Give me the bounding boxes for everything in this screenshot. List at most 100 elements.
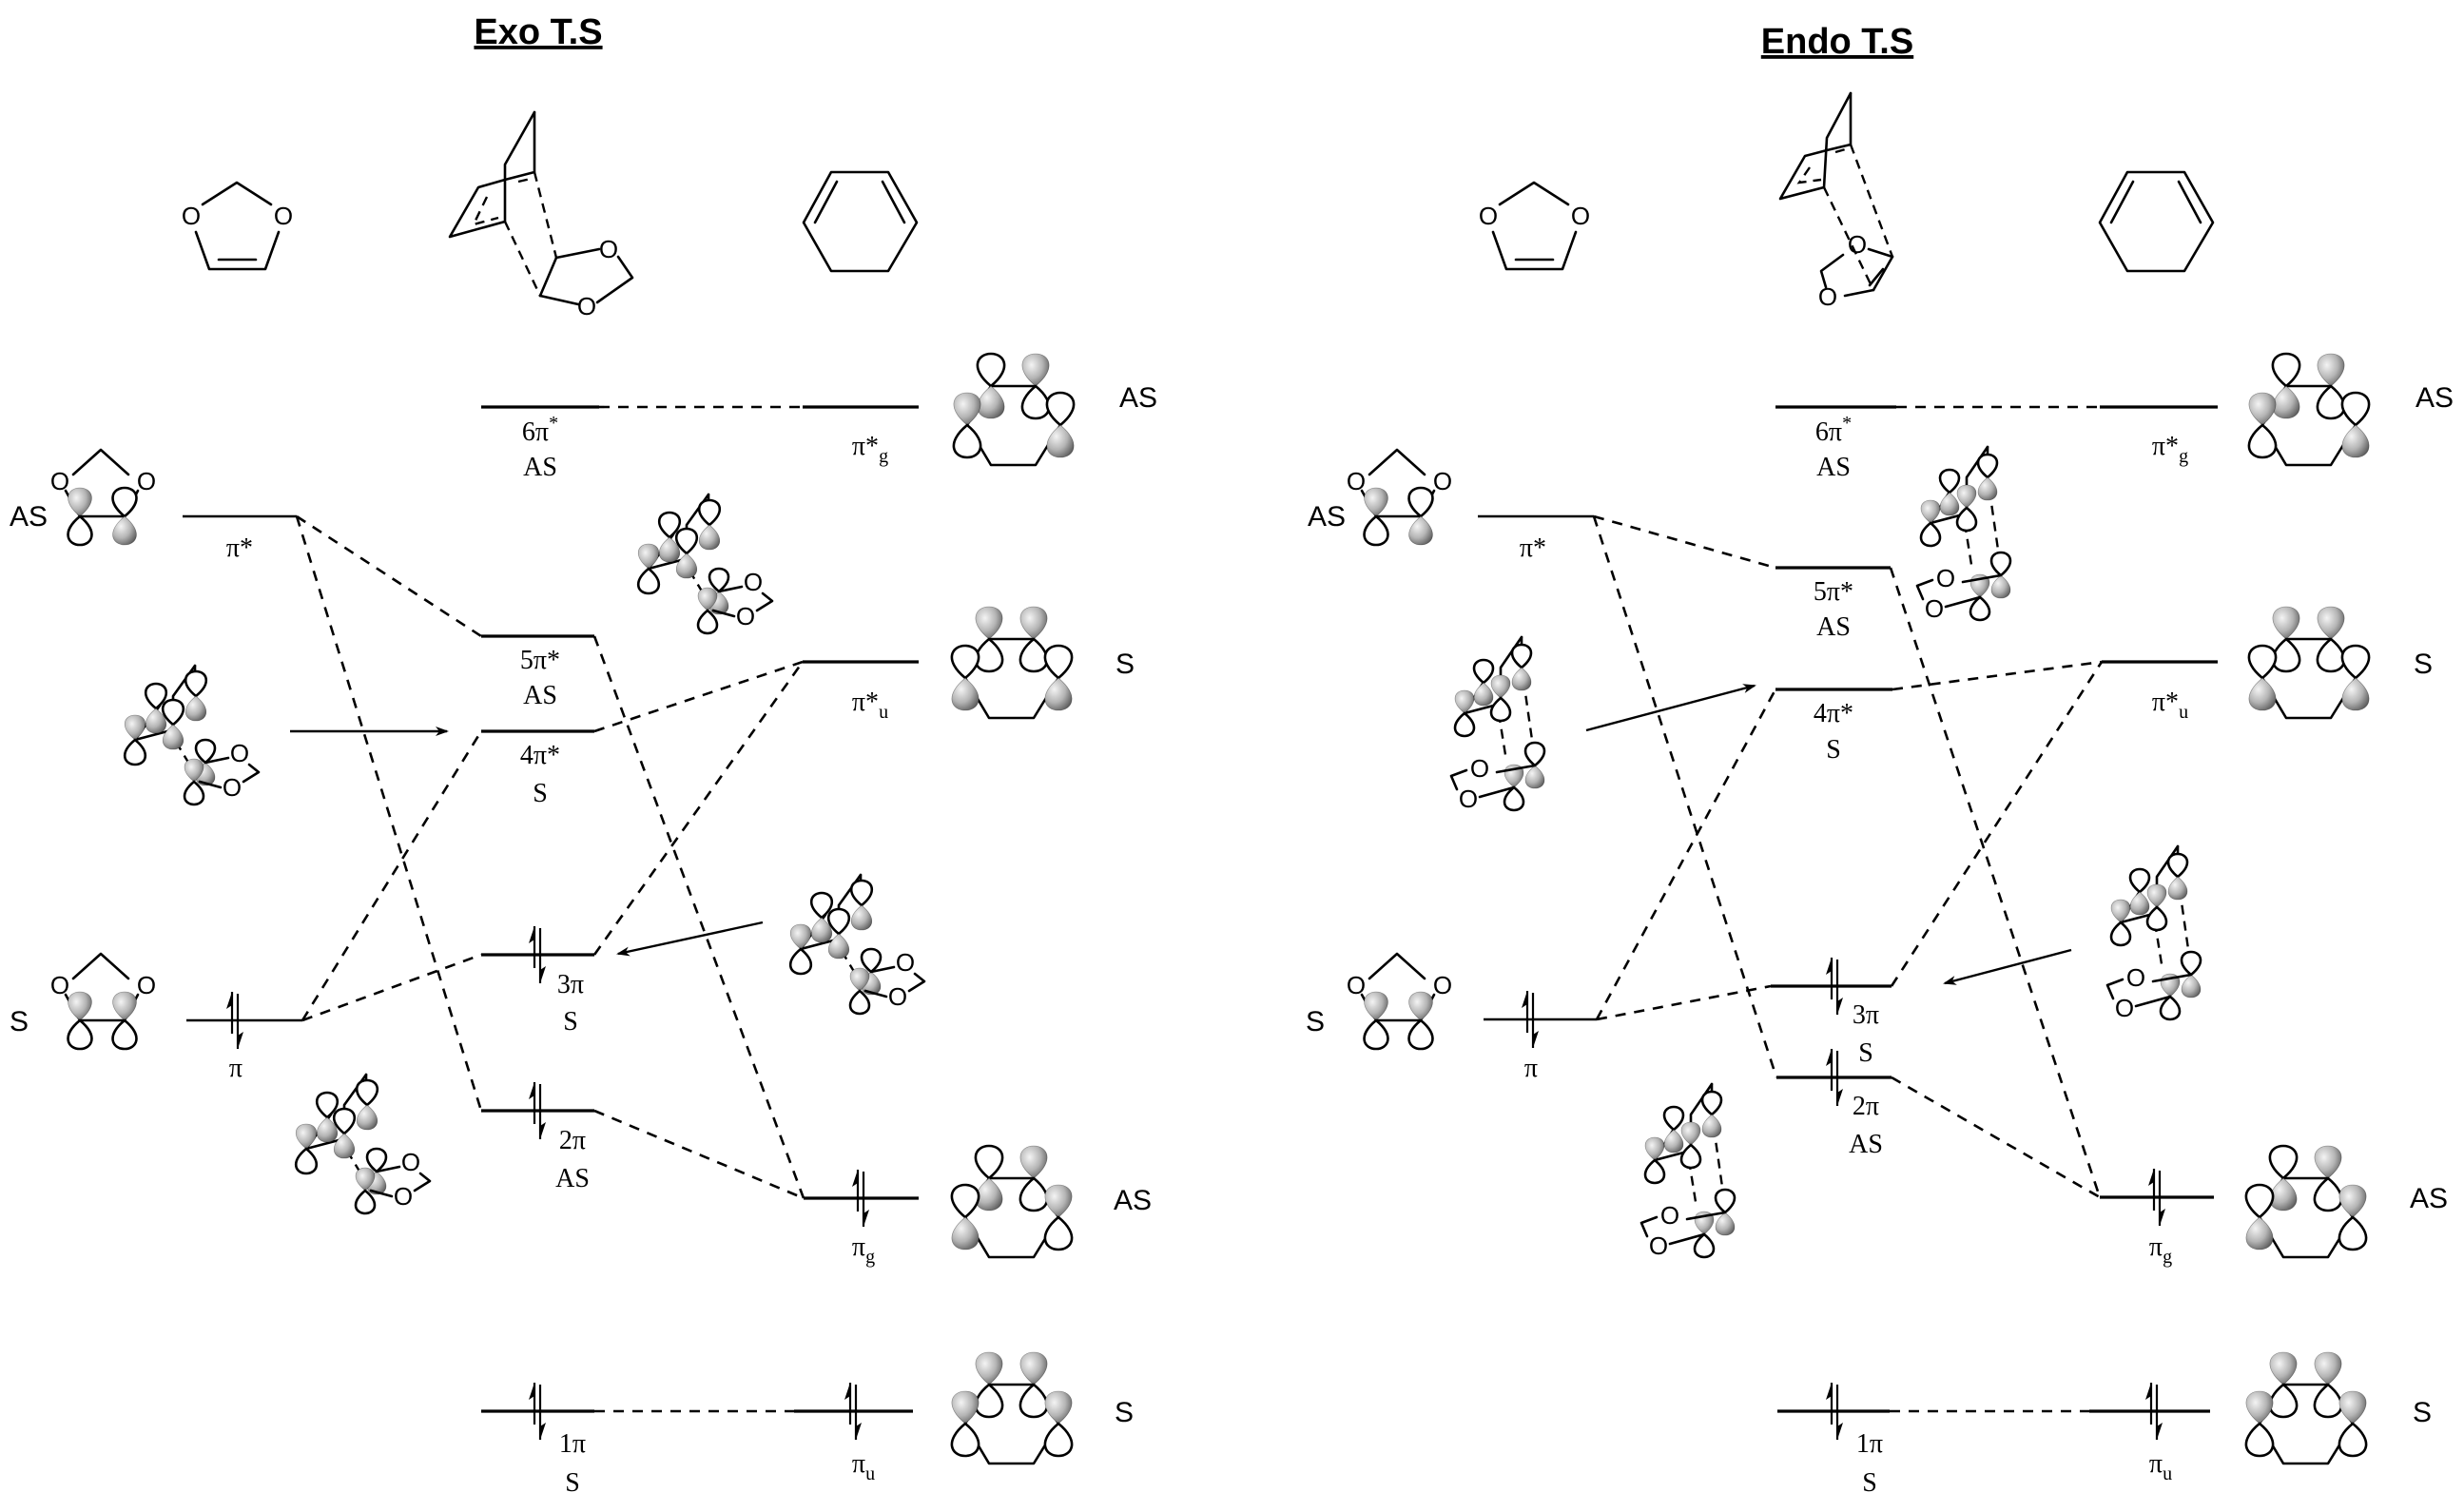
ring-bond (1368, 448, 1426, 476)
ts-bond (133, 728, 173, 742)
endo-ts-1pi-sym: S (1862, 1468, 1877, 1498)
lobe-outline (2129, 891, 2150, 916)
exo-diene-pistar-u-sym: S (1116, 649, 1135, 680)
p-orbital-lobe-shaded (1681, 1122, 1700, 1145)
endo-diene-pi-g-label: πg (2149, 1232, 2172, 1268)
exo-dioxole-pi-sym: S (10, 1006, 29, 1037)
double-bond (881, 180, 906, 224)
p-orbital-lobe-shaded (975, 1178, 1003, 1211)
p-orbital-lobe-shaded (163, 725, 184, 749)
p-orbital-lobe-open (1700, 1090, 1723, 1116)
p-orbital-lobe-open (952, 423, 982, 459)
label-sub: g (2163, 1247, 2172, 1268)
lobe-outline (828, 933, 849, 960)
lobe-outline (1408, 515, 1433, 546)
spin-down-head (540, 1122, 546, 1139)
p-orbital-lobe-shaded (1019, 1146, 1048, 1178)
p-orbital-lobe-open (827, 907, 850, 936)
endo-correlation-line (1889, 567, 2102, 1198)
endo-dioxole-pi-label: π (1524, 1054, 1538, 1083)
label-main: π* (852, 432, 879, 461)
lobe-outline (1364, 991, 1388, 1021)
lobe-outline (317, 1116, 338, 1143)
p-orbital-lobe-shaded (184, 759, 204, 782)
p-orbital-lobe-open (2247, 423, 2278, 459)
exo-ts-2pi-label: 2π (559, 1126, 586, 1155)
endo-ts-3pi-sym: S (1858, 1038, 1873, 1068)
p-orbital-lobe-open (1453, 711, 1476, 738)
ts-bond (1685, 1211, 1727, 1221)
exo-3pi-pointer-arrow (616, 921, 764, 957)
p-orbital-lobe-shaded (2182, 975, 2201, 998)
lobe-outline (1644, 1136, 1665, 1161)
p-orbital-lobe-shaded (112, 516, 137, 545)
endo-correlation-line (1595, 688, 1777, 1020)
p-orbital-lobe-shaded (1525, 766, 1544, 788)
p-orbital-lobe-open (124, 738, 146, 766)
p-orbital-lobe-shaded (2248, 393, 2277, 425)
p-orbital-lobe-shaded (698, 588, 717, 611)
spin-down-head (2160, 1209, 2165, 1226)
lobe-outline (1680, 1121, 1701, 1146)
spin-down-head (1837, 1089, 1843, 1106)
p-orbital-lobe-shaded (1364, 488, 1388, 516)
label-sup: * (549, 413, 558, 434)
p-orbital-lobe-open (698, 498, 721, 527)
lobe-outline (355, 1167, 376, 1192)
ring-bond (802, 170, 919, 273)
label-sub: u (865, 1464, 875, 1484)
lobe-outline (163, 724, 184, 750)
exo-diene-pi-g-sym: AS (1114, 1185, 1152, 1216)
ring-bond (2098, 170, 2215, 273)
spin-up-head (844, 1383, 850, 1400)
lobe-outline (1920, 499, 1941, 524)
ring-bond (1498, 181, 1570, 206)
p-orbital-lobe-shaded (334, 1134, 355, 1158)
ts-bond (413, 1172, 432, 1192)
p-orbital-lobe-shaded (356, 1168, 375, 1191)
oxygen-atom: O (1649, 1231, 1668, 1260)
p-orbital-lobe-open (2340, 391, 2371, 427)
endo-diene-pi-u-orbital (2244, 1351, 2368, 1465)
oxygen-atom: O (50, 467, 69, 495)
endo-ts-1pi-electrons (1826, 1383, 1843, 1440)
p-orbital-lobe-shaded (977, 386, 1005, 418)
endo-ts-3pi-electrons (1826, 958, 1843, 1015)
p-orbital-lobe-open (316, 1091, 339, 1119)
p-orbital-lobe-open (1503, 785, 1525, 812)
endo-3pi-pointer-arrow (1943, 948, 2072, 985)
oxygen-atom: O (888, 982, 907, 1011)
p-orbital-lobe-open (810, 891, 833, 920)
oxygen-atom: O (896, 948, 915, 977)
oxygen-atom: O (577, 292, 596, 320)
p-orbital-lobe-open (860, 947, 883, 974)
ts-bond (1639, 1215, 1659, 1238)
endo-ts-orbital-sketch-2pi: OO (1639, 1082, 1736, 1260)
ts-bond (869, 965, 896, 974)
p-orbital-lobe-shaded (68, 488, 92, 516)
endo-ts-1pi-label: 1π (1856, 1429, 1883, 1459)
endo-correlation-line (1592, 515, 1778, 1078)
exo-correlation-line (295, 515, 483, 1112)
p-orbital-lobe-shaded (828, 934, 849, 959)
lobe-outline (112, 515, 137, 546)
oxygen-atom: O (50, 971, 69, 999)
p-orbital-lobe-open (1043, 1422, 1074, 1458)
lobe-outline (1473, 682, 1494, 707)
p-orbital-lobe-open (1679, 1143, 1702, 1170)
exo-dioxole-pistar-sym: AS (10, 501, 48, 533)
p-orbital-lobe-shaded (1046, 425, 1075, 457)
endo-diene-pi-g-electrons (2148, 1169, 2165, 1226)
label-main: 6π (1815, 417, 1842, 447)
p-orbital-lobe-shaded (1664, 1130, 1683, 1153)
p-orbital-lobe-open (974, 1383, 1004, 1419)
lobe-outline (112, 991, 137, 1021)
oxygen-atom: O (1818, 282, 1837, 311)
exo-ts-4pistar-sym: S (533, 779, 548, 808)
p-orbital-lobe-shaded (811, 918, 832, 942)
spin-up-head (2145, 1383, 2151, 1400)
p-orbital-lobe-shaded (1991, 575, 2010, 598)
